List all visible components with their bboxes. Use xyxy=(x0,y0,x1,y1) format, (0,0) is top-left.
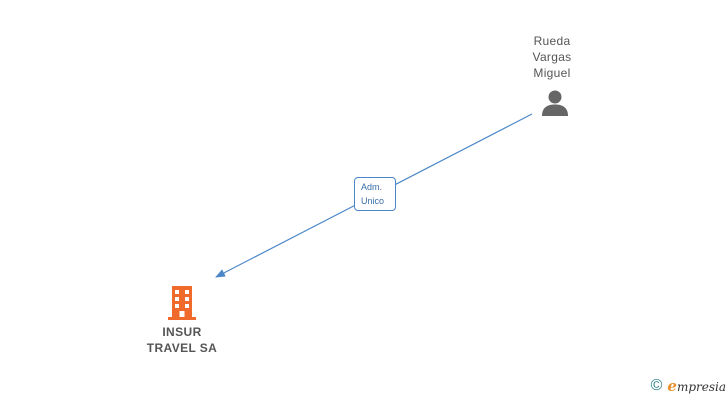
brand-initial: e xyxy=(667,377,677,395)
edge-label: Adm. Unico xyxy=(354,177,396,211)
person-name[interactable]: Rueda Vargas Miguel xyxy=(512,33,592,81)
person-name-line: Vargas xyxy=(532,50,572,64)
footer-brand[interactable]: © empresia xyxy=(651,376,726,396)
building-icon[interactable] xyxy=(166,286,198,320)
company-name-line: TRAVEL SA xyxy=(146,341,218,355)
company-name-line: INSUR xyxy=(162,325,202,339)
brand-text: mpresia xyxy=(676,380,726,394)
edge-label-line: Adm. xyxy=(361,182,383,192)
edge-label-line: Unico xyxy=(361,196,385,206)
person-name-line: Miguel xyxy=(533,66,571,80)
company-name[interactable]: INSUR TRAVEL SA xyxy=(132,324,232,356)
brand-logo: empresia xyxy=(667,377,726,395)
person-icon[interactable] xyxy=(540,88,570,118)
person-name-line: Rueda xyxy=(533,34,571,48)
copyright-icon: © xyxy=(650,377,663,394)
